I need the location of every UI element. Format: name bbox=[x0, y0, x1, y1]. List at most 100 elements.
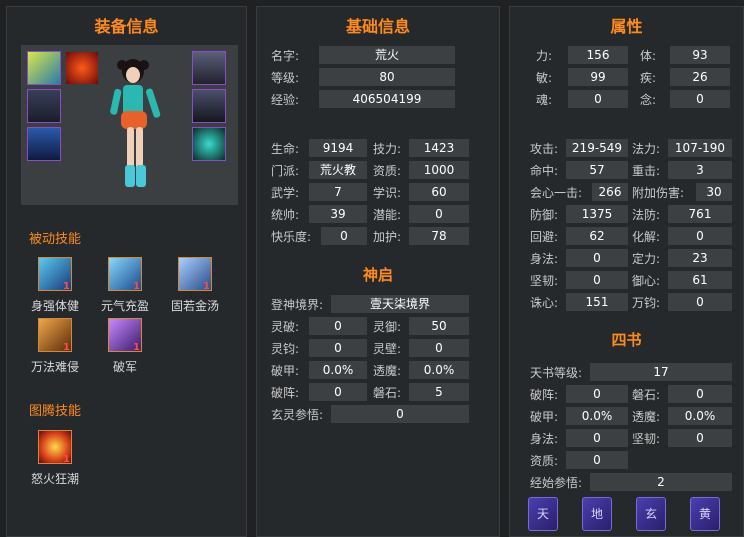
command-label: 统帅: bbox=[271, 208, 300, 222]
totem-skills-title: 图腾技能 bbox=[29, 404, 82, 419]
name-value: 荒火 bbox=[319, 46, 455, 64]
skill-pojun-name: 破军 bbox=[112, 360, 137, 374]
li-label: 力: bbox=[536, 49, 553, 63]
skill-vigor-icon[interactable]: 1 bbox=[108, 257, 142, 292]
attributes-title: 属性 bbox=[610, 17, 643, 36]
name-label: 名字: bbox=[271, 49, 300, 63]
equipment-panel: 装备信息 被动技能 1 身强体健 1 元气充盈 1 固若金汤 1 万法难 bbox=[6, 6, 247, 537]
aptitude-value: 1000 bbox=[409, 161, 469, 179]
dissolve-label: 化解: bbox=[632, 230, 661, 244]
mdef-label: 法防: bbox=[632, 208, 661, 222]
heavy-label: 重击: bbox=[632, 164, 661, 178]
magic-label: 法力: bbox=[632, 142, 661, 156]
jingshi-label: 经始参悟: bbox=[530, 476, 583, 490]
panshi-label: 磐石: bbox=[373, 386, 402, 400]
skill-fury-name: 怒火狂潮 bbox=[30, 472, 79, 486]
boots-slot[interactable] bbox=[27, 127, 61, 161]
sishu-panshi-label: 磐石: bbox=[632, 388, 661, 402]
skill-antimagic-name: 万法难侵 bbox=[30, 360, 79, 374]
hp-value: 9194 bbox=[309, 139, 367, 157]
sishu-pojia-value: 0.0% bbox=[566, 407, 628, 425]
panshi-value: 5 bbox=[409, 383, 469, 401]
exp-label: 经验: bbox=[271, 93, 300, 107]
lingpo-label: 灵破: bbox=[271, 320, 300, 334]
necklace-slot[interactable] bbox=[192, 127, 226, 161]
protect-label: 加护: bbox=[373, 230, 402, 244]
sishu-title: 四书 bbox=[611, 331, 642, 349]
armor-slot[interactable] bbox=[27, 89, 61, 123]
tumo-value: 0.0% bbox=[409, 361, 469, 379]
skill-body-name: 身强体健 bbox=[30, 299, 79, 313]
sishu-shenfa-label: 身法: bbox=[530, 432, 559, 446]
lingyu-label: 灵御: bbox=[373, 320, 402, 334]
helmet-slot[interactable] bbox=[192, 51, 226, 85]
attributes-panel: 属性 力: 156 体: 93 敏: 99 疾: 26 魂: 0 念: 0 攻击… bbox=[509, 6, 744, 537]
skill-pojun-icon[interactable]: 1 bbox=[108, 318, 142, 353]
tianshu-value: 17 bbox=[590, 363, 732, 381]
hun-value: 0 bbox=[568, 90, 628, 108]
min-label: 敏: bbox=[536, 71, 553, 85]
book-tian-icon[interactable]: 天 bbox=[528, 497, 558, 531]
sishu-tumo-value: 0.0% bbox=[668, 407, 732, 425]
resolve-value: 61 bbox=[668, 271, 732, 289]
skill-fortress-name: 固若金汤 bbox=[170, 299, 219, 313]
skill-fury-icon[interactable]: 1 bbox=[38, 430, 72, 465]
tough-label: 坚韧: bbox=[530, 274, 559, 288]
crit-value: 266 bbox=[592, 183, 628, 201]
dodge-label: 回避: bbox=[530, 230, 559, 244]
skill-antimagic-icon[interactable]: 1 bbox=[38, 318, 72, 353]
extra-dmg-value: 30 bbox=[696, 183, 732, 201]
basic-info-panel: 基础信息 名字: 荒火 等级: 80 经验: 406504199 生命: 919… bbox=[256, 6, 500, 537]
agility-label: 身法: bbox=[530, 252, 559, 266]
zhuxin-value: 151 bbox=[566, 293, 628, 311]
happiness-label: 快乐度: bbox=[271, 230, 312, 244]
faction-value: 荒火教 bbox=[309, 161, 367, 179]
basic-info-title: 基础信息 bbox=[345, 17, 410, 36]
protect-value: 78 bbox=[409, 227, 469, 245]
tumo-label: 透魔: bbox=[373, 364, 402, 378]
xuanling-label: 玄灵参悟: bbox=[271, 408, 324, 422]
skill-vigor-name: 元气充盈 bbox=[100, 299, 149, 313]
accessory-slot[interactable] bbox=[65, 51, 99, 85]
knowledge-label: 学识: bbox=[373, 186, 402, 200]
level-label: 等级: bbox=[271, 71, 300, 85]
character-preview bbox=[21, 45, 238, 205]
potential-label: 潜能: bbox=[373, 208, 402, 222]
hun-label: 魂: bbox=[536, 93, 553, 107]
sishu-jianren-label: 坚韧: bbox=[632, 432, 661, 446]
book-huang-icon[interactable]: 黄 bbox=[690, 497, 720, 531]
character-figure bbox=[110, 59, 161, 187]
pojia-value: 0.0% bbox=[309, 361, 367, 379]
dodge-value: 62 bbox=[566, 227, 628, 245]
sishu-pojia-label: 破甲: bbox=[530, 410, 559, 424]
book-di-icon[interactable]: 地 bbox=[582, 497, 612, 531]
skill-fortress-icon[interactable]: 1 bbox=[178, 257, 212, 292]
heavy-value: 3 bbox=[668, 161, 732, 179]
defense-value: 1375 bbox=[566, 205, 628, 223]
sishu-pozhen-label: 破阵: bbox=[530, 388, 559, 402]
mdef-value: 761 bbox=[668, 205, 732, 223]
li-value: 156 bbox=[568, 46, 628, 64]
skill-power-value: 1423 bbox=[409, 139, 469, 157]
sishu-pozhen-value: 0 bbox=[566, 385, 628, 403]
xuanling-value: 0 bbox=[331, 405, 469, 423]
focus-value: 23 bbox=[668, 249, 732, 267]
weapon-slot[interactable] bbox=[27, 51, 61, 85]
pozhen-value: 0 bbox=[309, 383, 367, 401]
min-value: 99 bbox=[568, 68, 628, 86]
skill-body-icon[interactable]: 1 bbox=[38, 257, 72, 292]
book-xuan-icon[interactable]: 玄 bbox=[636, 497, 666, 531]
sishu-jianren-value: 0 bbox=[668, 429, 732, 447]
lingjun-value: 0 bbox=[309, 339, 367, 357]
shenqi-title: 神启 bbox=[362, 266, 393, 284]
ji-label: 疾: bbox=[640, 71, 657, 85]
leggings-slot[interactable] bbox=[192, 89, 226, 123]
realm-label: 登神境界: bbox=[271, 298, 324, 312]
sishu-panshi-value: 0 bbox=[668, 385, 732, 403]
agility-value: 0 bbox=[566, 249, 628, 267]
sishu-zizhi-label: 资质: bbox=[530, 454, 559, 468]
equipment-title: 装备信息 bbox=[94, 17, 159, 36]
zhuxin-label: 诛心: bbox=[530, 296, 559, 310]
lingbi-value: 0 bbox=[409, 339, 469, 357]
wanjun-value: 0 bbox=[668, 293, 732, 311]
